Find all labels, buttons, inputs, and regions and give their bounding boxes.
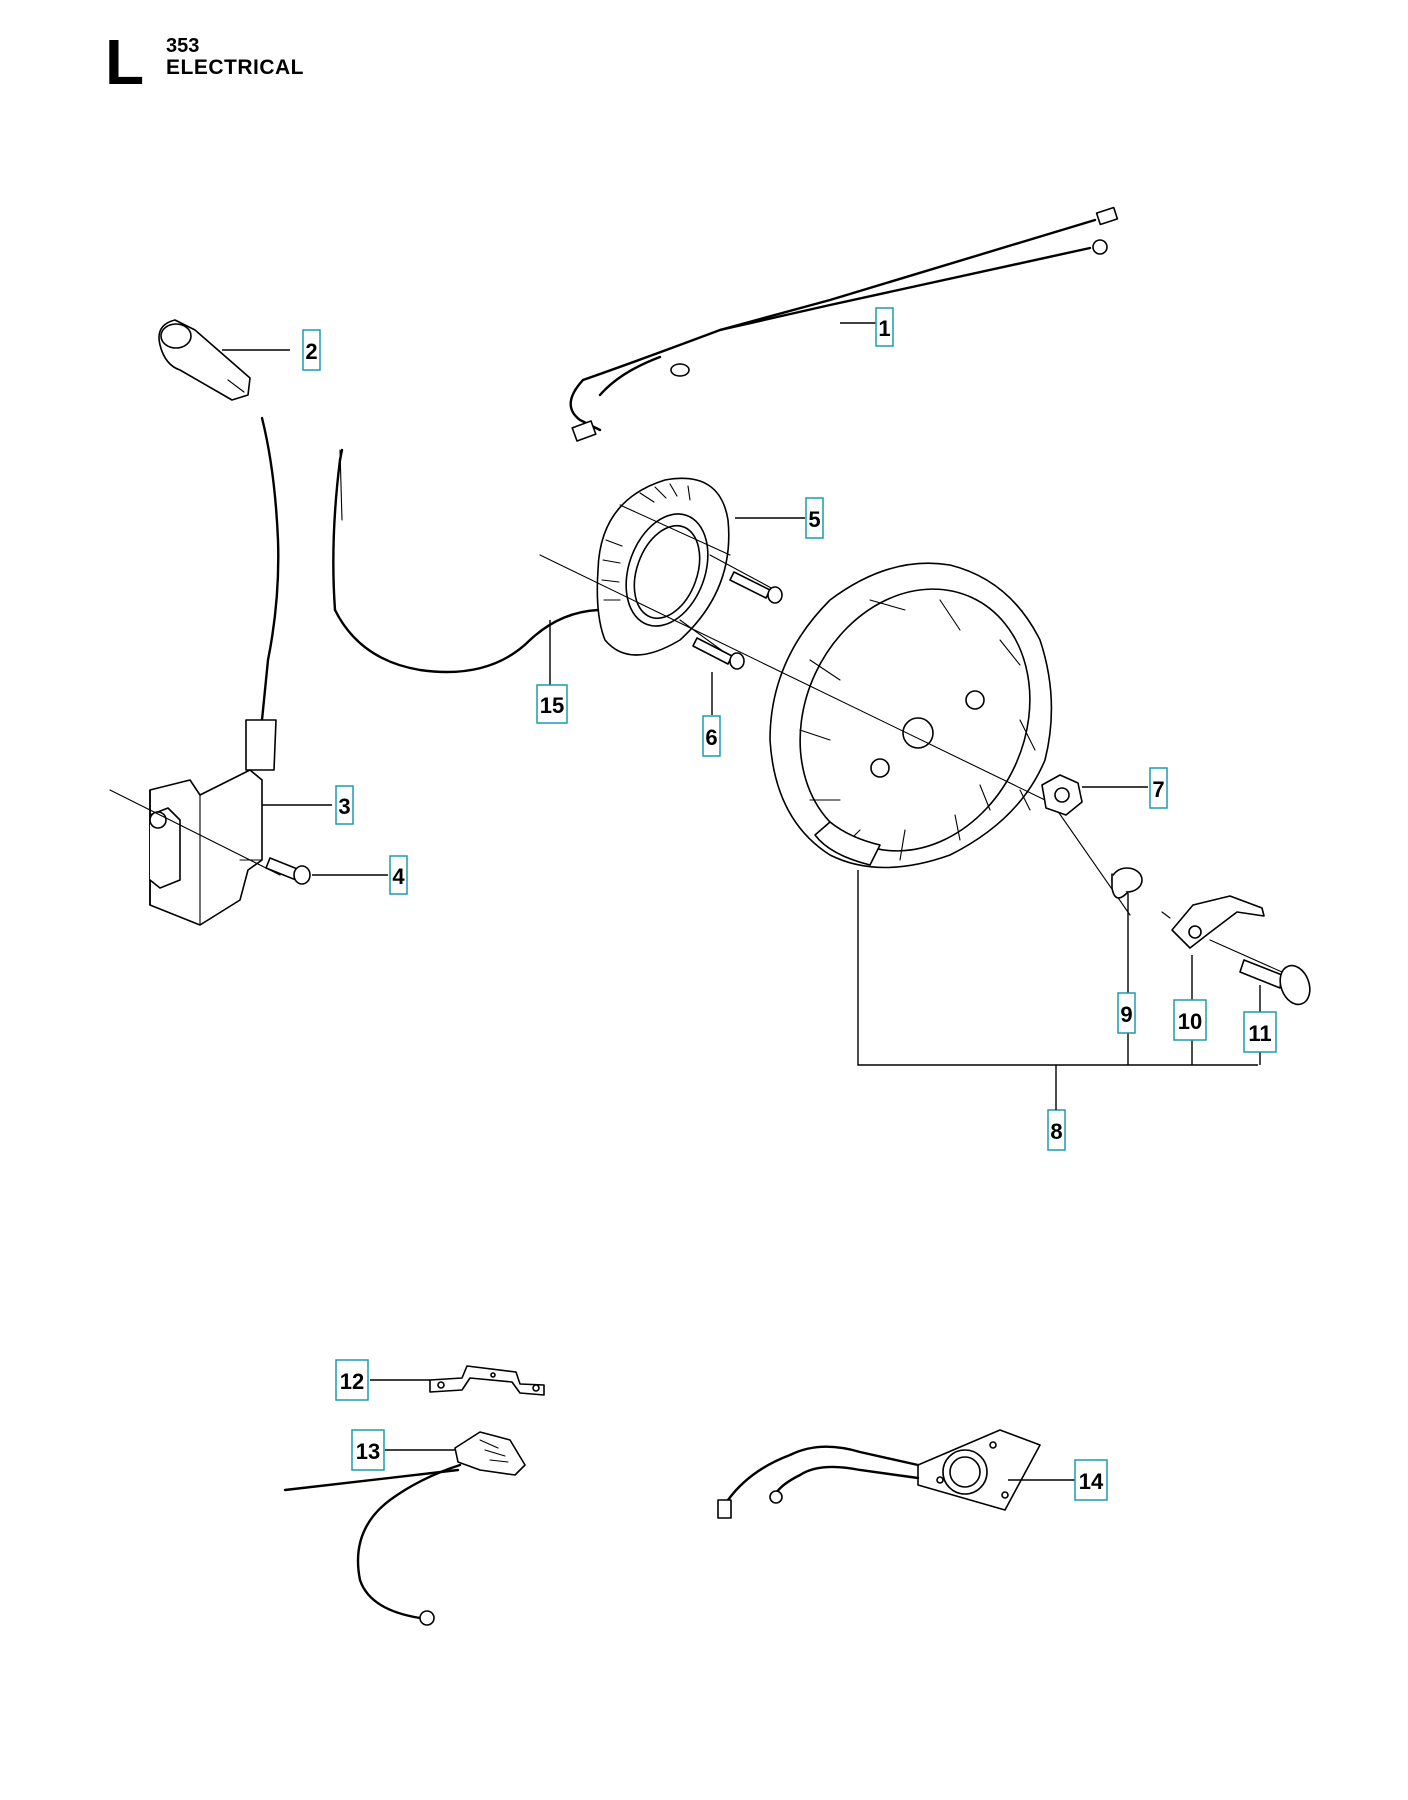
- callout-label-5: 5: [808, 507, 820, 532]
- part-2-spark-plug-boot: [158, 319, 290, 401]
- part-4-screw: [109, 789, 388, 885]
- callout-7: 7: [1149, 767, 1168, 809]
- callout-8: 8: [1047, 1065, 1066, 1151]
- callout-1: 1: [875, 307, 894, 347]
- part-5-generator-coil: [596, 477, 805, 656]
- callout-label-7: 7: [1152, 777, 1164, 802]
- callout-11: 11: [1243, 1011, 1277, 1053]
- callout-4: 4: [389, 855, 408, 895]
- part-3-ignition-module: [149, 416, 332, 926]
- model-number: 353: [166, 35, 200, 57]
- callout-2: 2: [302, 329, 321, 371]
- callout-3: 3: [335, 785, 354, 825]
- part-7-nut: [1041, 774, 1148, 816]
- callout-9: 9: [1117, 992, 1136, 1034]
- callout-label-1: 1: [878, 316, 890, 341]
- section-letter: L: [105, 26, 145, 98]
- callout-label-15: 15: [540, 693, 564, 718]
- part-13-switch: [283, 1431, 526, 1626]
- callout-13: 13: [351, 1429, 385, 1471]
- part-14-insulator: [717, 1429, 1075, 1519]
- callout-label-3: 3: [338, 794, 350, 819]
- part-11-pin: [1209, 939, 1311, 1065]
- part-9-spring: [1111, 867, 1171, 1065]
- callout-12: 12: [335, 1359, 369, 1401]
- callout-15: 15: [536, 684, 568, 724]
- callout-label-10: 10: [1178, 1009, 1202, 1034]
- callout-10: 10: [1173, 999, 1207, 1041]
- callout-14: 14: [1074, 1459, 1108, 1501]
- callout-5: 5: [805, 497, 824, 539]
- flywheel: [539, 554, 1258, 1066]
- part-12-bracket: [370, 1365, 545, 1396]
- callout-label-8: 8: [1050, 1119, 1062, 1144]
- part-15-short-circuit-cable: [332, 448, 600, 685]
- callout-label-4: 4: [392, 864, 405, 889]
- callout-label-2: 2: [305, 339, 317, 364]
- part-1-wire-harness: [569, 206, 1119, 442]
- callout-label-12: 12: [340, 1369, 364, 1394]
- callout-6: 6: [702, 715, 721, 757]
- callout-label-14: 14: [1079, 1469, 1104, 1494]
- callout-label-9: 9: [1120, 1002, 1132, 1027]
- part-6-screws: [679, 554, 783, 715]
- callout-label-13: 13: [356, 1439, 380, 1464]
- page-title: ELECTRICAL: [166, 56, 304, 79]
- callout-label-11: 11: [1248, 1021, 1271, 1046]
- callout-label-6: 6: [705, 725, 717, 750]
